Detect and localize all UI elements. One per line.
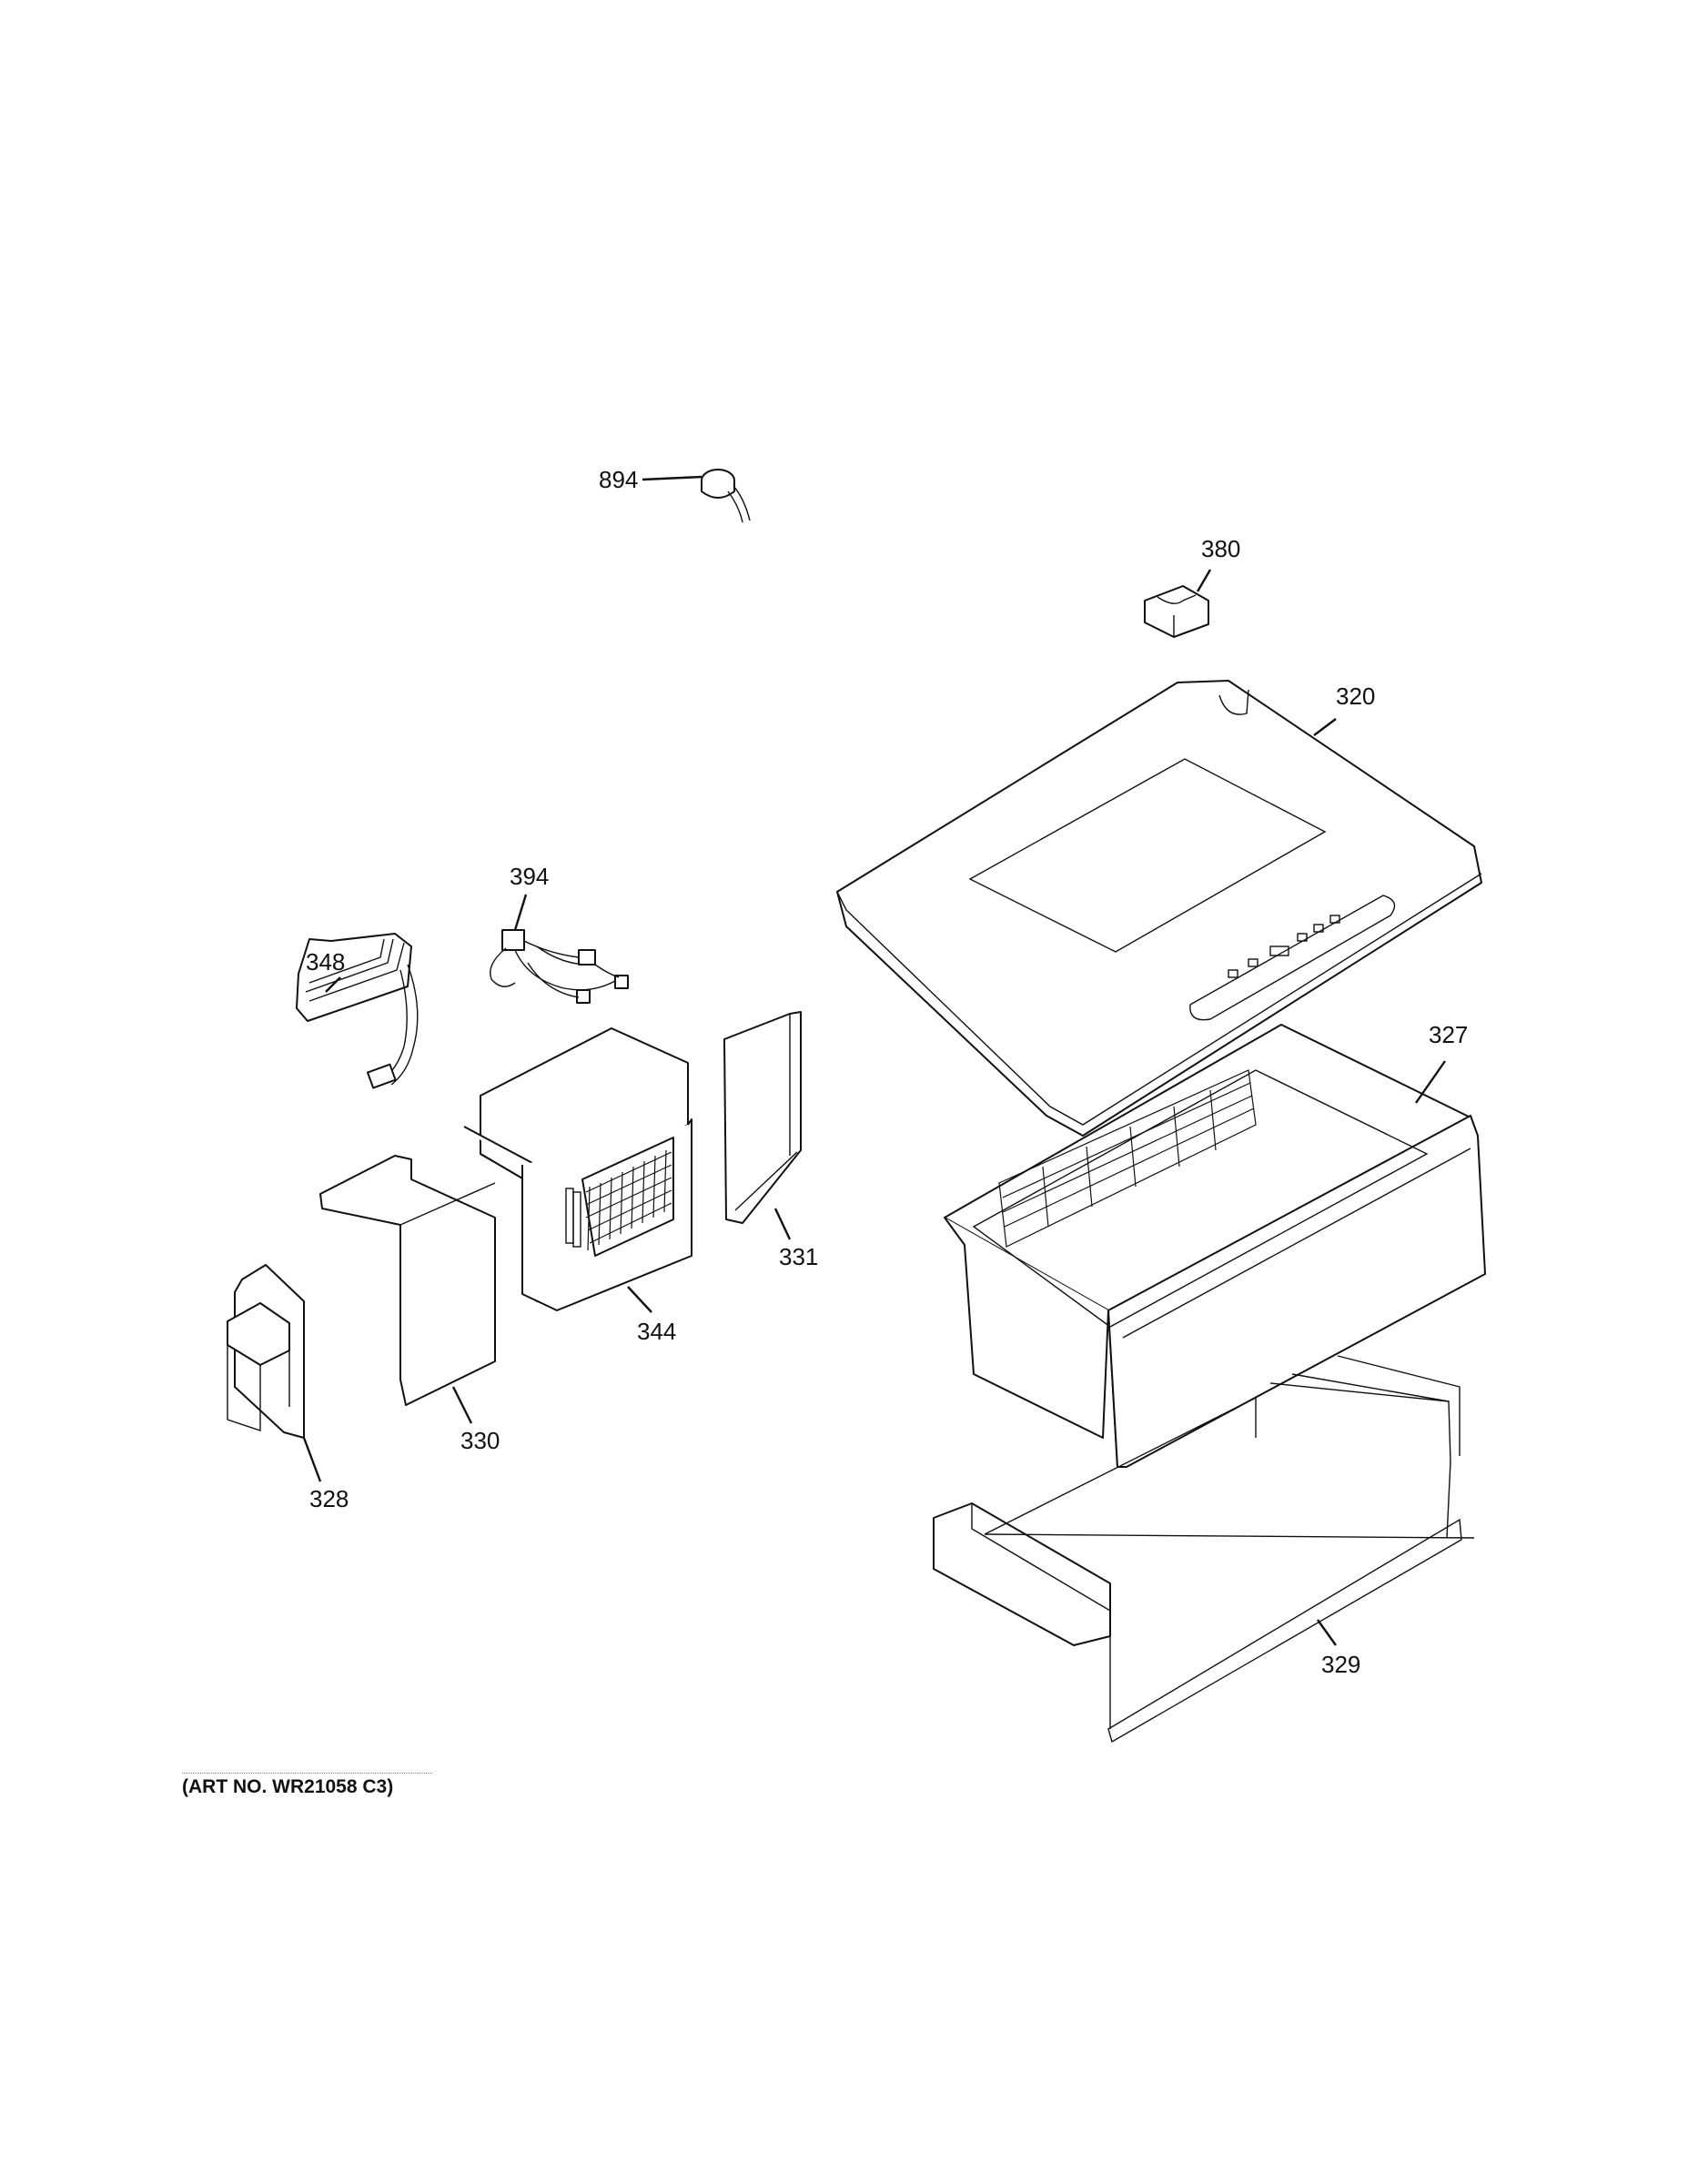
- part-348-heater: [296, 933, 419, 1089]
- art-number: (ART NO. WR21058 C3): [182, 1776, 394, 1797]
- callout-327: 327: [1429, 1021, 1468, 1048]
- part-320-cover: [836, 680, 1482, 1137]
- callout-894: 894: [599, 466, 638, 493]
- part-331-bracket: [723, 1011, 802, 1240]
- part-344-housing: [463, 1027, 692, 1313]
- callout-329: 329: [1321, 1651, 1360, 1678]
- part-328-housing: [227, 1264, 322, 1482]
- part-330-shroud: [319, 1155, 496, 1424]
- part-380-clip: [1144, 569, 1212, 638]
- callout-394: 394: [510, 863, 549, 890]
- callout-320: 320: [1336, 682, 1375, 710]
- art-number-rule: [182, 1773, 432, 1774]
- callout-380: 380: [1201, 535, 1240, 562]
- part-894-thermistor: [642, 469, 751, 523]
- callout-344: 344: [637, 1318, 676, 1345]
- callout-348: 348: [306, 948, 345, 976]
- callout-331: 331: [779, 1243, 818, 1270]
- callout-330: 330: [460, 1427, 500, 1454]
- callout-328: 328: [309, 1485, 349, 1512]
- part-329-rails: [933, 1355, 1475, 1744]
- part-327-pan: [944, 1024, 1486, 1468]
- part-394-harness: [490, 894, 629, 1004]
